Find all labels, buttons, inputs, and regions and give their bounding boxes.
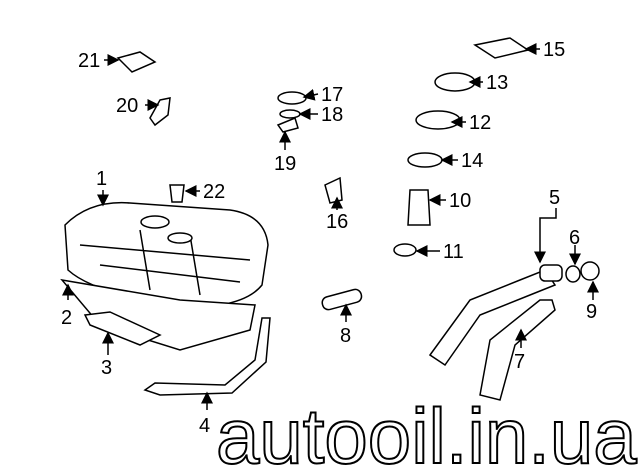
gasket-18 <box>279 109 301 119</box>
callout-11: 11 <box>443 241 464 263</box>
leader-lines <box>62 43 599 410</box>
valve-22 <box>169 184 185 203</box>
callout-20: 20 <box>116 95 138 117</box>
clip-19 <box>276 116 299 133</box>
gasket-6 <box>565 265 581 283</box>
fuel-cap <box>580 261 600 281</box>
callout-7: 7 <box>514 351 525 373</box>
cover-15 <box>473 37 530 59</box>
callout-12: 12 <box>469 112 491 134</box>
tank-tray <box>83 311 162 346</box>
ring-11 <box>393 243 417 257</box>
fuel-tank <box>64 201 269 306</box>
fuel-pipe-5 <box>428 269 557 367</box>
callout-5: 5 <box>549 187 560 209</box>
cover-21 <box>116 51 157 73</box>
callout-2: 2 <box>61 307 72 329</box>
plate-17 <box>277 91 307 105</box>
gasket-14 <box>407 152 443 168</box>
callout-14: 14 <box>461 150 483 172</box>
watermark: autooil.in.ua <box>216 392 637 471</box>
callout-17: 17 <box>321 84 343 106</box>
pump-10 <box>407 189 431 226</box>
bracket-16 <box>324 176 343 204</box>
callout-15: 15 <box>543 39 565 61</box>
callout-10: 10 <box>449 190 471 212</box>
hose-8 <box>321 288 363 311</box>
gasket-13 <box>434 72 476 92</box>
connector <box>539 264 563 282</box>
fuel-pipe-7 <box>479 299 556 401</box>
sensor-20 <box>149 97 171 127</box>
callout-18: 18 <box>321 104 343 126</box>
cover-12 <box>415 110 461 130</box>
callout-8: 8 <box>340 325 351 347</box>
callout-19: 19 <box>274 153 296 175</box>
callout-6: 6 <box>569 227 580 249</box>
tank-strap <box>143 317 271 396</box>
callout-4: 4 <box>199 415 210 437</box>
callout-21: 21 <box>78 50 100 72</box>
callout-22: 22 <box>203 181 225 203</box>
callout-13: 13 <box>486 72 508 94</box>
callout-3: 3 <box>101 357 112 379</box>
callout-16: 16 <box>326 211 348 233</box>
callout-1: 1 <box>96 168 107 190</box>
callout-9: 9 <box>586 301 597 323</box>
